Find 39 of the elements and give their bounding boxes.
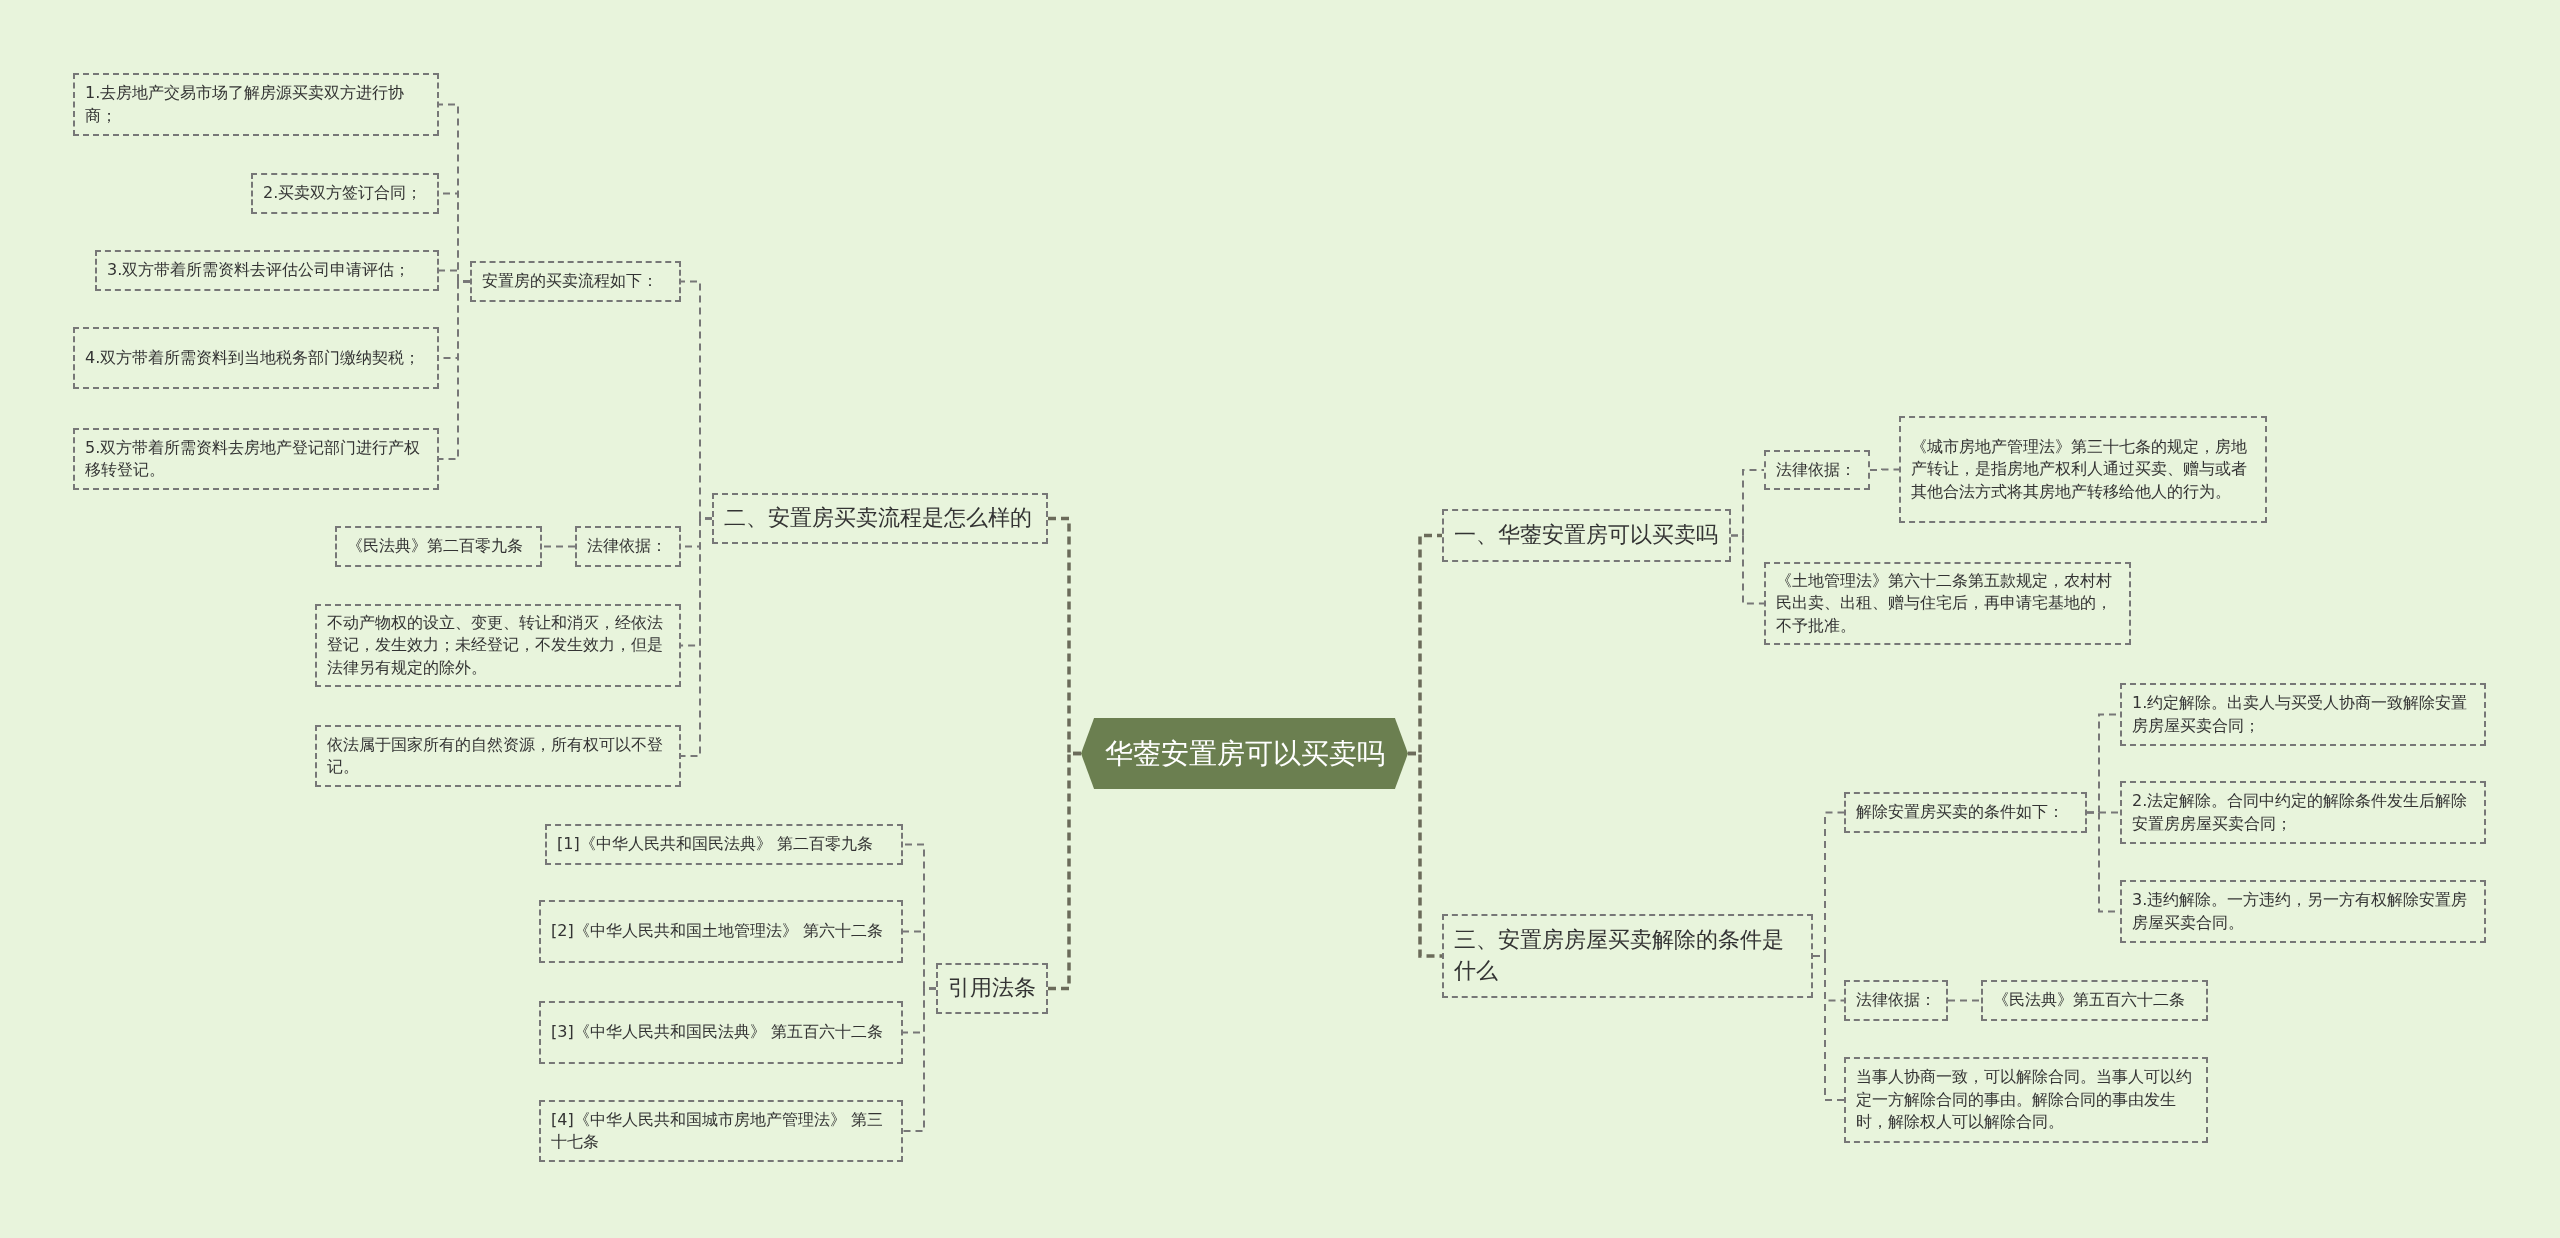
connector xyxy=(1408,751,1442,958)
topic-box: 《民法典》第五百六十二条 xyxy=(1981,980,2208,1021)
topic-box: 《城市房地产管理法》第三十七条的规定，房地产转让，是指房地产权利人通过买卖、赠与或者其他合法方式将其房地产转移给他人的行为。 xyxy=(1899,416,2267,523)
topic-box: 法律依据： xyxy=(1844,980,1948,1021)
topic-box: 二、安置房买卖流程是怎么样的 xyxy=(712,493,1048,544)
topic-box: 依法属于国家所有的自然资源，所有权可以不登记。 xyxy=(315,725,681,787)
topic-box: 安置房的买卖流程如下： xyxy=(470,261,681,302)
topic-box: 引用法条 xyxy=(936,963,1048,1014)
topic-box: 2.法定解除。合同中约定的解除条件发生后解除安置房房屋买卖合同； xyxy=(2120,781,2486,844)
topic-box: [4]《中华人民共和国城市房地产管理法》 第三十七条 xyxy=(539,1100,903,1162)
topic-box: 《民法典》第二百零九条 xyxy=(335,526,542,567)
connector xyxy=(1048,751,1081,991)
topic-box: [3]《中华人民共和国民法典》 第五百六十二条 xyxy=(539,1001,903,1064)
central-topic: 华蓥安置房可以买卖吗 xyxy=(1081,718,1408,789)
topic-box: 一、华蓥安置房可以买卖吗 xyxy=(1442,509,1731,562)
topic-box: [2]《中华人民共和国土地管理法》 第六十二条 xyxy=(539,900,903,963)
topic-box: 法律依据： xyxy=(1764,450,1870,490)
topic-box: 三、安置房房屋买卖解除的条件是什么 xyxy=(1442,914,1813,998)
connector xyxy=(1812,955,1845,1101)
connector xyxy=(680,517,713,757)
connector xyxy=(438,280,471,460)
topic-box: 1.约定解除。出卖人与买受人协商一致解除安置房房屋买卖合同； xyxy=(2120,683,2486,746)
connector xyxy=(902,987,937,1132)
connector xyxy=(1730,534,1765,605)
connector xyxy=(541,545,576,548)
topic-box: 当事人协商一致，可以解除合同。当事人可以约定一方解除合同的事由。解除合同的事由发生时，解除权人可以解除合同。 xyxy=(1844,1057,2208,1143)
topic-box: 3.双方带着所需资料去评估公司申请评估； xyxy=(95,250,439,291)
topic-box: 4.双方带着所需资料到当地税务部门缴纳契税； xyxy=(73,327,439,389)
topic-box: 法律依据： xyxy=(575,526,681,567)
topic-box: 3.违约解除。一方违约，另一方有权解除安置房房屋买卖合同。 xyxy=(2120,880,2486,943)
topic-box: 解除安置房买卖的条件如下： xyxy=(1844,792,2087,833)
topic-box: [1]《中华人民共和国民法典》 第二百零九条 xyxy=(545,824,903,865)
topic-box: 不动产物权的设立、变更、转让和消灭，经依法登记，发生效力；未经登记，不发生效力，但是法律另有规定的除外。 xyxy=(315,604,681,688)
topic-box: 5.双方带着所需资料去房地产登记部门进行产权移转登记。 xyxy=(73,428,439,490)
topic-box: 《土地管理法》第六十二条第五款规定，农村村民出卖、出租、赠与住宅后，再申请宅基地的，不予批准。 xyxy=(1764,562,2131,646)
topic-box: 1.去房地产交易市场了解房源买卖双方进行协商； xyxy=(73,73,439,136)
topic-box: 2.买卖双方签订合同； xyxy=(251,173,439,214)
connector xyxy=(1869,468,1900,471)
connector xyxy=(1947,999,1982,1002)
